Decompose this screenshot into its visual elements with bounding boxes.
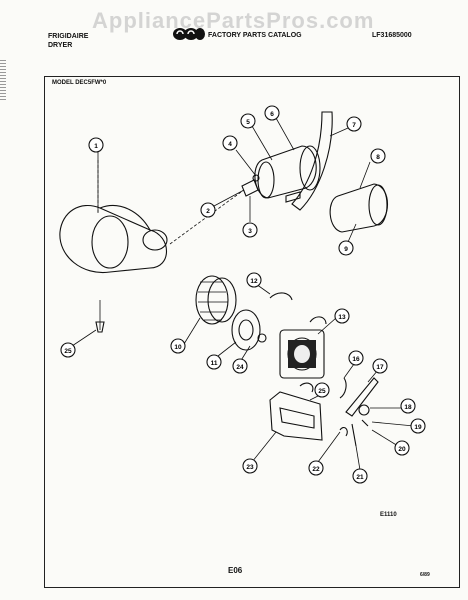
callout-19: 19 (410, 418, 426, 434)
model-number: MODEL DEC5FW*0 (52, 80, 107, 86)
leader-lines (71, 117, 415, 471)
thermostat-part (241, 174, 301, 222)
blower-housing-part (59, 204, 168, 274)
callout-20: 20 (394, 440, 410, 456)
callout-2: 2 (200, 202, 216, 218)
drive-belt-part (291, 111, 333, 211)
callout-25b: 25 (314, 382, 330, 398)
svg-text:8: 8 (376, 154, 380, 161)
callout-12: 12 (246, 272, 262, 288)
svg-text:17: 17 (376, 364, 384, 371)
svg-text:20: 20 (398, 446, 406, 453)
brand-name: FRIGIDAIRE (48, 33, 89, 40)
svg-text:13: 13 (338, 314, 346, 321)
heater-duct-part (254, 145, 321, 199)
callout-1: 1 (88, 137, 104, 153)
svg-text:7: 7 (352, 122, 356, 129)
svg-text:19: 19 (414, 424, 422, 431)
callout-17: 17 (372, 358, 388, 374)
blower-wheel-part (195, 275, 237, 325)
callout-18: 18 (400, 398, 416, 414)
svg-text:10: 10 (174, 344, 182, 351)
motor-mount-part (269, 382, 323, 441)
svg-text:18: 18 (404, 404, 412, 411)
revision-date: 6/89 (420, 572, 430, 578)
screw-part (95, 300, 105, 333)
exhaust-duct-part (329, 183, 388, 233)
callout-4: 4 (222, 135, 238, 151)
svg-text:12: 12 (250, 278, 258, 285)
svg-text:9: 9 (344, 246, 348, 253)
page-code: E06 (228, 566, 243, 575)
callout-22: 22 (308, 460, 324, 476)
svg-text:22: 22 (312, 466, 320, 473)
product-type: DRYER (48, 42, 73, 49)
svg-text:25: 25 (64, 348, 72, 355)
svg-text:5: 5 (246, 119, 250, 126)
callout-7: 7 (346, 116, 362, 132)
callout-24: 24 (232, 358, 248, 374)
svg-text:3: 3 (248, 228, 252, 235)
figure-code: E1110 (380, 512, 397, 518)
callout-23: 23 (242, 458, 258, 474)
callout-3: 3 (242, 222, 258, 238)
svg-text:24: 24 (236, 364, 244, 371)
callout-21: 21 (352, 468, 368, 484)
callout-10: 10 (170, 338, 186, 354)
svg-text:21: 21 (356, 474, 364, 481)
assembly-line (169, 189, 245, 245)
watermark: AppliancePartsPros.com (92, 8, 375, 33)
svg-text:6: 6 (270, 111, 274, 118)
callout-25a: 25 (60, 342, 76, 358)
diagram-frame (44, 76, 460, 588)
svg-text:1: 1 (94, 143, 98, 150)
svg-text:2: 2 (206, 208, 210, 215)
catalog-code: LF31685000 (372, 32, 412, 39)
svg-text:25: 25 (318, 388, 326, 395)
catalog-title: FACTORY PARTS CATALOG (208, 32, 302, 39)
manufacturer-logo-icon (173, 28, 205, 40)
idler-assembly-part (339, 377, 379, 447)
clip-part (269, 292, 327, 325)
svg-text:11: 11 (211, 360, 218, 367)
brand-block: FRIGIDAIRE DRYER (48, 32, 88, 50)
callout-6: 6 (264, 105, 280, 121)
svg-text:16: 16 (352, 356, 360, 363)
callout-9: 9 (338, 240, 354, 256)
callout-8: 8 (370, 148, 386, 164)
pulley-part (231, 309, 267, 351)
scan-edge-artifact (0, 60, 6, 100)
svg-text:4: 4 (228, 141, 232, 148)
motor-part (279, 329, 325, 379)
svg-text:23: 23 (246, 464, 254, 471)
callout-13: 13 (334, 308, 350, 324)
callout-16: 16 (348, 350, 364, 366)
callout-5: 5 (240, 113, 256, 129)
callout-11: 11 (206, 354, 222, 370)
